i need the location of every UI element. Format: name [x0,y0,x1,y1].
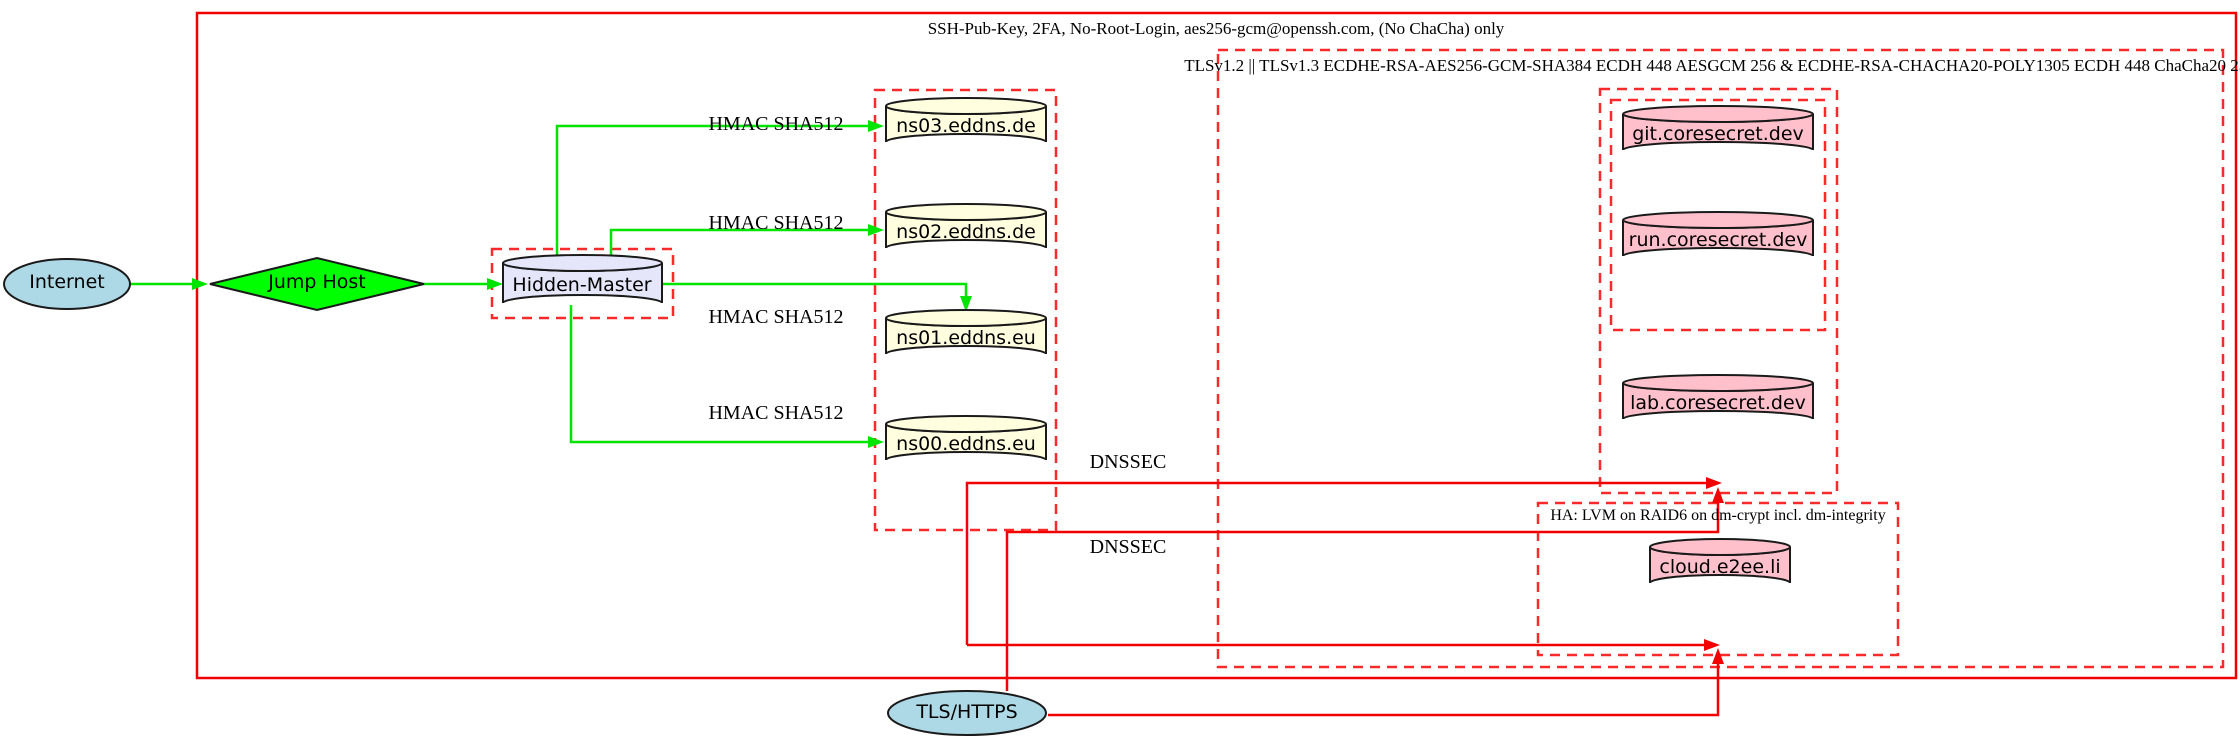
hidden-master-node-label: Hidden-Master [512,274,652,296]
lab-cylinder [1622,374,1814,420]
edge-hiddenmaster-to-ns02 [609,224,884,259]
tls-cluster-box [1216,48,2225,669]
internet-node-label: Internet [29,271,105,293]
edge-label-hmac-ns01: HMAC SHA512 [708,306,844,328]
ns02-cylinder [885,203,1047,249]
run-cylinder [1622,211,1814,257]
arrowhead-right [868,224,884,236]
coresecret-outer-cluster-box [1598,87,1839,495]
lab-node-label: lab.coresecret.dev [1630,392,1806,414]
ns01-node-label: ns01.eddns.eu [896,327,1036,349]
arrowhead-right [192,278,208,290]
ns02-node-label: ns02.eddns.de [896,221,1036,243]
ha-cluster-label: HA: LVM on RAID6 on dm-crypt incl. dm-in… [1550,507,1886,524]
run-node-label: run.coresecret.dev [1628,229,1808,251]
edge-label-hmac-ns03: HMAC SHA512 [708,113,844,135]
arrowhead-down [960,296,972,312]
arrowhead-right [868,120,884,132]
tls-https-node-shape [887,690,1047,736]
edge-internet-to-jumphost [130,278,208,290]
nodes-layer [3,97,1814,736]
cloud-cylinder [1649,538,1791,584]
ssh-cluster-label: SSH-Pub-Key, 2FA, No-Root-Login, aes256-… [927,19,1505,38]
red-edges [965,477,1724,717]
git-node-label: git.coresecret.dev [1632,123,1804,145]
ns00-node-label: ns00.eddns.eu [896,433,1036,455]
tls-https-node-label: TLS/HTTPS [916,701,1018,723]
ssh-cluster-box [195,11,2238,680]
arrowhead-up [1712,487,1724,503]
edge-label-dnssec-lower: DNSSEC [1089,536,1167,558]
edge-tlshttps-to-ha [1048,648,1724,717]
edge-jumphost-to-hiddenmaster [424,278,503,290]
edge-label-dnssec-upper: DNSSEC [1089,451,1167,473]
hidden-master-cylinder [502,254,663,304]
arrowhead-up [1712,648,1724,664]
internet-node-shape [3,258,131,310]
edge-tlshttps-to-coresecret [1005,487,1724,691]
ns00-cylinder [885,415,1047,461]
edge-hiddenmaster-to-ns03 [555,120,884,259]
edge-hiddenmaster-to-ns01 [662,282,972,312]
coresecret-inner-cluster-box [1609,98,1827,332]
edge-label-hmac-ns00: HMAC SHA512 [708,402,844,424]
edge-dnssec-lower [967,639,1720,651]
jump-host-node-shape [209,256,425,312]
tls-cluster-label: TLSv1.2 || TLSv1.3 ECDHE-RSA-AES256-GCM-… [1184,56,2240,75]
nameserver-cluster-box [873,88,1058,532]
ns03-cylinder [885,97,1047,143]
edge-label-hmac-ns02: HMAC SHA512 [708,212,844,234]
ns01-cylinder [885,309,1047,355]
green-edges [130,120,972,448]
ns03-node-label: ns03.eddns.de [896,115,1036,137]
edge-dnssec-upper [965,477,1722,645]
edge-hiddenmaster-to-ns00 [569,305,884,448]
arrowhead-right [1704,639,1720,651]
arrowhead-right [868,436,884,448]
arrowhead-right [487,278,503,290]
git-cylinder [1622,105,1814,151]
jump-host-node-label: Jump Host [268,271,366,293]
arrowhead-right [1706,477,1722,489]
cloud-node-label: cloud.e2ee.li [1659,556,1781,578]
